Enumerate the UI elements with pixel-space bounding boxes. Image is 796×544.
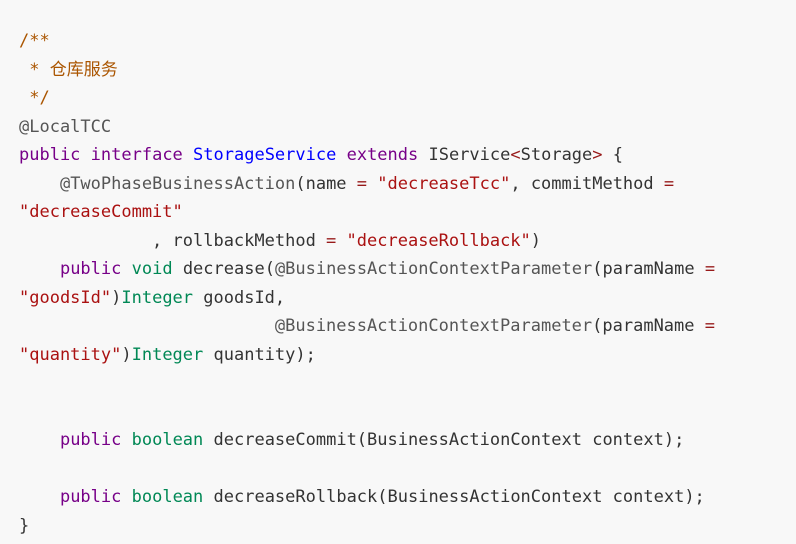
code-token-type: boolean	[131, 487, 204, 507]
code-token-plain	[121, 259, 131, 279]
code-token-plain: )	[121, 344, 132, 365]
code-token-plain	[19, 259, 60, 279]
code-token-plain: , rollbackMethod	[19, 230, 327, 251]
code-token-plain: IService	[418, 145, 511, 165]
code-line: /**	[19, 27, 796, 56]
code-token-plain: quantity);	[203, 344, 316, 365]
code-line: @LocalTCC	[19, 113, 796, 142]
code-token-keyword: public	[19, 145, 81, 165]
code-line: * 仓库服务	[19, 56, 796, 85]
code-token-keyword: extends	[346, 145, 419, 165]
code-token-plain: , commitMethod	[510, 173, 664, 194]
code-token-plain	[121, 487, 131, 507]
code-token-operator: =	[704, 259, 716, 279]
code-line	[19, 398, 796, 427]
code-token-plain: }	[19, 515, 30, 536]
code-line: @TwoPhaseBusinessAction(name = "decrease…	[19, 170, 796, 199]
code-token-plain	[80, 145, 90, 165]
code-line: public void decrease(@BusinessActionCont…	[19, 255, 796, 284]
code-token-plain	[19, 487, 60, 507]
code-token-plain: decrease(	[172, 259, 275, 279]
code-token-plain	[336, 145, 346, 165]
code-token-plain: decreaseCommit(BusinessActionContext con…	[203, 430, 685, 450]
code-token-annotation: @TwoPhaseBusinessAction	[59, 173, 296, 194]
code-token-plain: )	[530, 230, 542, 251]
code-token-operator: =	[356, 173, 368, 194]
code-token-plain	[19, 430, 60, 450]
code-line: "quantity")Integer quantity);	[19, 341, 796, 370]
code-line: , rollbackMethod = "decreaseRollback")	[19, 227, 796, 256]
code-token-plain: decreaseRollback(BusinessActionContext c…	[203, 487, 705, 507]
code-token-plain: (name	[295, 173, 357, 194]
code-token-plain: {	[602, 145, 624, 165]
code-line: public boolean decreaseCommit(BusinessAc…	[19, 426, 796, 455]
code-token-plain: (paramName	[592, 316, 705, 336]
code-token-plain: Storage	[520, 145, 593, 165]
code-token-operator: >	[592, 145, 603, 165]
code-token-string: "goodsId"	[19, 287, 112, 308]
code-token-operator: =	[704, 316, 715, 336]
code-line: }	[19, 512, 796, 541]
code-token-operator: <	[510, 145, 521, 165]
code-line: "decreaseCommit"	[19, 198, 796, 227]
code-token-operator: =	[326, 230, 337, 251]
code-token-annotation: @BusinessActionContextParameter	[274, 316, 593, 336]
code-token-string: "decreaseTcc"	[377, 173, 511, 194]
code-token-comment: */	[19, 88, 50, 108]
code-token-comment: /**	[19, 31, 50, 51]
code-token-keyword: public	[59, 430, 122, 450]
code-token-plain	[336, 231, 346, 251]
code-token-plain: (paramName	[592, 259, 705, 279]
code-token-keyword: public	[59, 259, 122, 279]
code-token-comment: * 仓库服务	[19, 59, 118, 80]
code-line: public boolean decreaseRollback(Business…	[19, 483, 796, 512]
code-line: @BusinessActionContextParameter(paramNam…	[19, 312, 796, 341]
code-line	[19, 455, 796, 484]
code-line: public interface StorageService extends …	[19, 141, 796, 170]
code-token-annotation: @LocalTCC	[19, 116, 112, 137]
code-token-plain	[19, 174, 60, 194]
code-token-type: Integer	[131, 344, 204, 365]
code-token-annotation: @BusinessActionContextParameter	[274, 259, 593, 279]
code-token-string: "quantity"	[19, 344, 122, 365]
code-token-plain: goodsId,	[193, 287, 286, 308]
code-line	[19, 369, 796, 398]
code-token-def: StorageService	[193, 145, 337, 165]
code-token-plain: )	[111, 287, 122, 308]
code-line: "goodsId")Integer goodsId,	[19, 284, 796, 313]
code-token-type: boolean	[131, 430, 204, 450]
code-token-plain	[121, 430, 131, 450]
code-token-plain	[183, 145, 193, 165]
code-token-plain	[19, 316, 275, 336]
code-line: */	[19, 84, 796, 113]
code-token-string: "decreaseRollback"	[346, 230, 531, 251]
code-token-string: "decreaseCommit"	[19, 202, 183, 222]
code-token-type: void	[131, 259, 173, 279]
code-token-keyword: interface	[90, 145, 183, 165]
code-token-operator: =	[663, 173, 675, 194]
code-token-plain	[367, 174, 377, 194]
code-token-type: Integer	[121, 287, 194, 308]
code-token-keyword: public	[59, 487, 122, 507]
